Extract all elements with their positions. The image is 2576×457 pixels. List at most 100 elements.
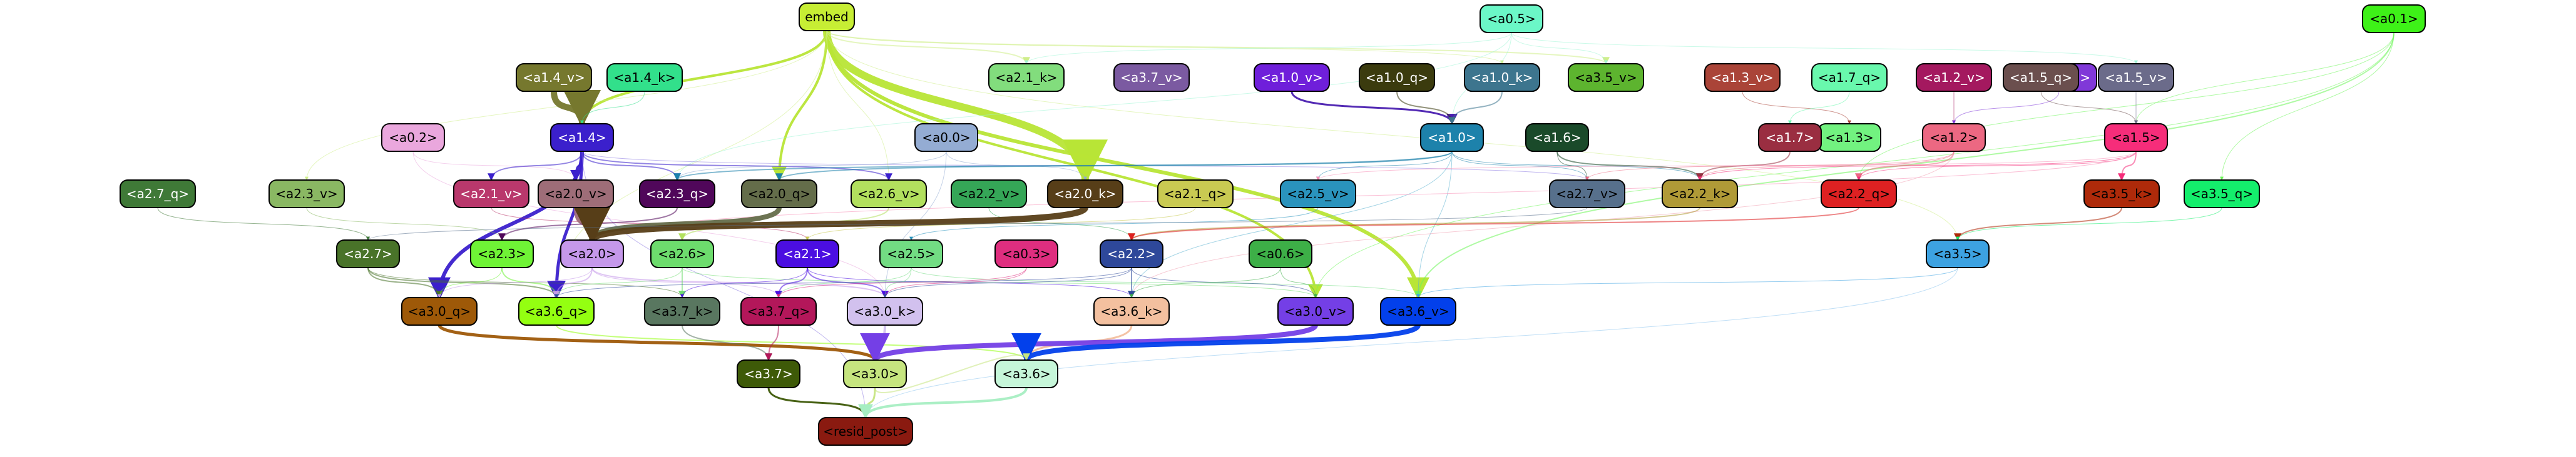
node-label: <a1.4> xyxy=(558,130,606,145)
node-embed[interactable]: embed xyxy=(799,3,855,31)
node-box xyxy=(381,123,445,152)
node-box xyxy=(516,63,592,92)
node-a2-2-q[interactable]: <a2.2_q> xyxy=(1821,179,1897,208)
node-box xyxy=(2083,179,2160,208)
node-a2-0-q[interactable]: <a2.0_q> xyxy=(741,179,817,208)
node-a2-2-v[interactable]: <a2.2_v> xyxy=(951,179,1027,208)
node-a3-0-k[interactable]: <a3.0_k> xyxy=(847,297,923,326)
node-a3-5-k[interactable]: <a3.5_k> xyxy=(2083,179,2160,208)
edge-a2.2-to-a3.0_k xyxy=(883,267,1132,298)
edge-a1.2-to-a2.2_k xyxy=(1698,151,1955,181)
node-a3-7-k[interactable]: <a3.7_k> xyxy=(644,297,720,326)
node-label: <resid_post> xyxy=(823,424,907,439)
node-box xyxy=(741,179,817,208)
node-label: <a0.6> xyxy=(1256,246,1305,261)
node-label: embed xyxy=(805,9,848,24)
node-a3-5-q[interactable]: <a3.5_q> xyxy=(2184,179,2260,208)
node-a1-7-q[interactable]: <a1.7_q> xyxy=(1811,63,1888,92)
edge-a3.6_v-to-a3.6 xyxy=(1011,324,1421,363)
node-a1-3-v[interactable]: <a1.3_v> xyxy=(1704,63,1781,92)
edge-a3.6-to-resid_post xyxy=(858,387,1028,419)
node-a0-1[interactable]: <a0.1> xyxy=(2362,4,2426,33)
edge-embed-to-a2.1_k xyxy=(826,30,1030,65)
edge-a1.0-to-a2.2_k xyxy=(1451,151,1702,181)
node-a2-3[interactable]: <a2.3> xyxy=(470,239,534,268)
node-box xyxy=(847,297,923,326)
node-a3-0[interactable]: <a3.0> xyxy=(843,359,907,388)
node-a1-7[interactable]: <a1.7> xyxy=(1758,123,1822,152)
node-a1-5[interactable]: <a1.5> xyxy=(2104,123,2168,152)
node-a2-0[interactable]: <a2.0> xyxy=(560,239,624,268)
node-label: <a2.7_v> xyxy=(1556,186,1618,201)
node-box xyxy=(994,359,1058,388)
node-a1-6[interactable]: <a1.6> xyxy=(1525,123,1589,152)
node-a2-7-v[interactable]: <a2.7_v> xyxy=(1549,179,1625,208)
node-label: <a3.0_q> xyxy=(408,304,471,319)
node-a3-5-v[interactable]: <a3.5_v> xyxy=(1568,63,1644,92)
node-a2-1-k[interactable]: <a2.1_k> xyxy=(988,63,1065,92)
node-label: <a3.5_q> xyxy=(2190,186,2253,201)
node-box xyxy=(470,239,534,268)
node-a2-7[interactable]: <a2.7> xyxy=(336,239,400,268)
node-a1-0-k[interactable]: <a1.0_k> xyxy=(1464,63,1540,92)
node-a3-7[interactable]: <a3.7> xyxy=(737,359,800,388)
node-a3-6[interactable]: <a3.6> xyxy=(994,359,1058,388)
node-a3-6-k[interactable]: <a3.6_k> xyxy=(1093,297,1170,326)
edge-a1.4-to-a2.6_v xyxy=(581,151,892,181)
node-a2-3-q[interactable]: <a2.3_q> xyxy=(639,179,715,208)
node-a3-0-q[interactable]: <a3.0_q> xyxy=(401,297,478,326)
node-a2-0-v[interactable]: <a2.0_v> xyxy=(538,179,614,208)
node-a3-6-q[interactable]: <a3.6_q> xyxy=(518,297,595,326)
edge-a3.5_k-to-a3.5 xyxy=(1954,207,2122,241)
node-a2-6-v[interactable]: <a2.6_v> xyxy=(851,179,927,208)
node-a1-0-v[interactable]: <a1.0_v> xyxy=(1254,63,1330,92)
node-a2-6[interactable]: <a2.6> xyxy=(650,239,714,268)
node-a3-0-v[interactable]: <a3.0_v> xyxy=(1277,297,1354,326)
node-a2-5[interactable]: <a2.5> xyxy=(879,239,943,268)
edge-a3.0_q-to-a3.0 xyxy=(437,324,884,362)
node-resid-post[interactable]: <resid_post> xyxy=(818,417,913,446)
node-label: <a2.6> xyxy=(658,246,707,261)
node-box xyxy=(1704,63,1781,92)
node-a1-4-k[interactable]: <a1.4_k> xyxy=(606,63,683,92)
node-a2-0-k[interactable]: <a2.0_k> xyxy=(1047,179,1123,208)
node-a2-1-q[interactable]: <a2.1_q> xyxy=(1157,179,1234,208)
node-a1-5-q[interactable]: <a1.5_q> xyxy=(2003,63,2079,92)
node-box xyxy=(2003,63,2079,92)
node-a0-3[interactable]: <a0.3> xyxy=(994,239,1058,268)
node-a0-6[interactable]: <a0.6> xyxy=(1249,239,1312,268)
node-a2-2-k[interactable]: <a2.2_k> xyxy=(1662,179,1738,208)
node-a0-0[interactable]: <a0.0> xyxy=(914,123,978,152)
node-a3-5[interactable]: <a3.5> xyxy=(1926,239,1990,268)
node-a2-3-v[interactable]: <a2.3_v> xyxy=(268,179,345,208)
edge-a1.2_q-to-a1.2 xyxy=(1952,91,2060,124)
edge-a2.5-to-a3.6_v xyxy=(911,267,1420,298)
edge-a0.5-to-a2.1_k xyxy=(1025,32,1512,64)
node-label: <a3.6_q> xyxy=(525,304,588,319)
node-a3-7-q[interactable]: <a3.7_q> xyxy=(740,297,817,326)
node-a1-0[interactable]: <a1.0> xyxy=(1420,123,1484,152)
node-a1-2-v[interactable]: <a1.2_v> xyxy=(1916,63,1992,92)
node-a1-4[interactable]: <a1.4> xyxy=(550,123,614,152)
edge-a0.3-to-a3.7_q xyxy=(777,267,1027,298)
node-label: <a1.3> xyxy=(1825,130,1874,145)
node-a1-0-q[interactable]: <a1.0_q> xyxy=(1359,63,1435,92)
node-box xyxy=(560,239,624,268)
node-a1-3[interactable]: <a1.3> xyxy=(1817,123,1881,152)
node-box xyxy=(1821,179,1897,208)
node-a1-5-v[interactable]: <a1.5_v> xyxy=(2098,63,2174,92)
node-a2-2[interactable]: <a2.2> xyxy=(1100,239,1163,268)
node-a1-4-v[interactable]: <a1.4_v> xyxy=(516,63,592,92)
node-a3-6-v[interactable]: <a3.6_v> xyxy=(1380,297,1456,326)
node-a2-1[interactable]: <a2.1> xyxy=(775,239,839,268)
node-a0-2[interactable]: <a0.2> xyxy=(381,123,445,152)
node-a2-1-v[interactable]: <a2.1_v> xyxy=(453,179,529,208)
node-a1-2[interactable]: <a1.2> xyxy=(1922,123,1986,152)
node-a2-7-q[interactable]: <a2.7_q> xyxy=(120,179,196,208)
node-a2-5-v[interactable]: <a2.5_v> xyxy=(1280,179,1356,208)
edge-a1.0_q-to-a1.0 xyxy=(1396,91,1456,125)
node-label: <a2.6_v> xyxy=(857,186,919,201)
node-a3-7-v[interactable]: <a3.7_v> xyxy=(1113,63,1190,92)
edge-embed-to-a2.0_q xyxy=(772,30,828,182)
node-a0-5[interactable]: <a0.5> xyxy=(1480,4,1543,33)
